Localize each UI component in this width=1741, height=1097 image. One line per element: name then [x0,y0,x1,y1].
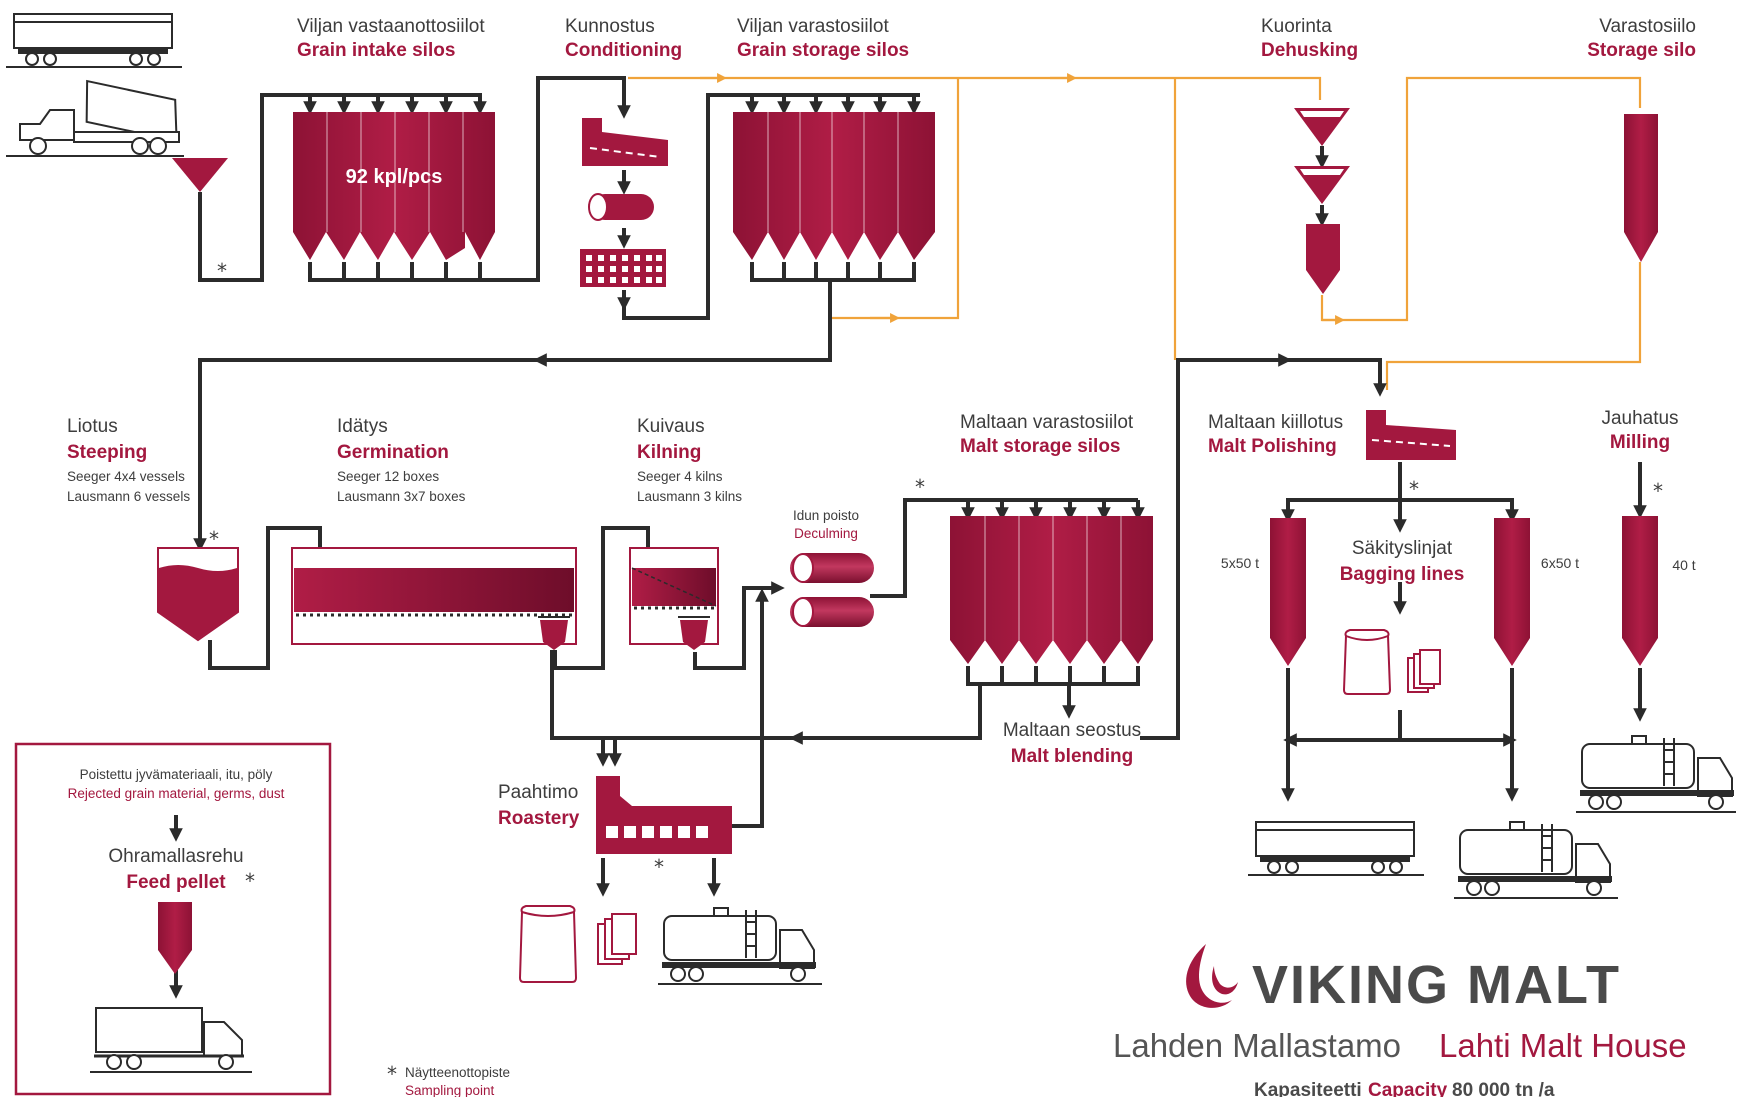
location-fi: Lahden Mallastamo [1113,1027,1401,1064]
steeping-label-en: Steeping [67,442,147,463]
bagging-label-en: Bagging lines [1340,564,1465,585]
sampling-star-malt-storage: * [915,475,925,499]
orange-flow-lines [628,73,1642,390]
germination-detail-2: Lausmann 3x7 boxes [337,489,466,504]
kiln [629,547,719,650]
malt-storage-label-en: Malt storage silos [960,436,1121,457]
bag-icon [1342,629,1441,695]
rail-wagon-icon-bottom [1248,821,1424,876]
tanker-truck-icon-roastery [658,907,822,985]
tanker-truck-icon-bagging [1454,821,1618,899]
blending-label-fi: Maltaan seostus [1003,720,1141,741]
deculming-label-fi: Idun poisto [793,508,859,523]
location-en: Lahti Malt House [1439,1027,1687,1064]
steeping-vessel [157,547,239,642]
intake-label-fi: Viljan vastaanottosiilot [297,16,485,37]
sampling-star-steeping: * [209,527,219,551]
storage-silo [1624,114,1658,262]
kilning-label-fi: Kuivaus [637,416,705,437]
bagging-label-fi: Säkityslinjat [1352,538,1453,559]
capacity-value: 80 000 tn /a [1452,1080,1555,1097]
sampling-star-feed: * [245,869,255,893]
bagging-silo-left [1270,518,1306,666]
dehusking-label-en: Dehusking [1261,40,1358,61]
feed-pellet-panel [14,742,332,1096]
polishing-label-fi: Maltaan kiillotus [1208,412,1343,433]
sampling-label-fi: Näytteenottopiste [405,1065,510,1080]
conditioning-equipment [580,118,668,287]
polishing-label-en: Malt Polishing [1208,436,1337,457]
sampling-star-intake: * [217,259,227,283]
intake-hopper [172,158,228,192]
deculming-drums [790,553,874,627]
dehusking-label-fi: Kuorinta [1261,16,1332,37]
steeping-label-fi: Liotus [67,416,118,437]
sampling-star-milling: * [1653,479,1663,503]
germination-label-fi: Idätys [337,416,388,437]
left-silo-capacity: 5x50 t [1221,555,1259,571]
roastery-label-fi: Paahtimo [498,782,578,803]
sampling-label-en: Sampling point [405,1083,495,1097]
bagging-silo-right [1494,518,1530,666]
malt-storage-header-arrows [961,500,1145,521]
viking-malt-logo-icon [1186,944,1238,1008]
roastery-bag-icon [518,905,637,983]
grain-storage-silos [733,112,935,260]
sampling-star-polishing: * [1409,477,1419,501]
storage-label-en: Grain storage silos [737,40,909,61]
brand-name: VIKING MALT [1252,955,1621,1015]
milling-label-fi: Jauhatus [1601,408,1678,429]
malt-storage-label-fi: Maltaan varastosiilot [960,412,1134,433]
germination-label-en: Germination [337,442,449,463]
section-labels: Viljan vastaanottosiilot Grain intake si… [67,16,1696,1097]
capacity-label-fi: Kapasiteetti [1254,1080,1362,1097]
brand-block: VIKING MALT Lahden Mallastamo Lahti Malt… [1113,944,1687,1097]
storage-label-fi: Viljan varastosiilot [737,16,889,37]
grain-intake-silos: 92 kpl/pcs [293,112,495,260]
steeping-detail-2: Lausmann 6 vessels [67,489,190,504]
germination-box [291,547,577,650]
dehusking-equipment [1294,108,1350,294]
rejected-label-en: Rejected grain material, germs, dust [68,786,285,801]
malt-storage-silos [950,516,1153,664]
kilning-detail-2: Lausmann 3 kilns [637,489,742,504]
feed-label-en: Feed pellet [126,872,226,893]
milling-silo-capacity: 40 t [1672,557,1695,573]
intake-label-en: Grain intake silos [297,40,455,61]
malt-polishing-equipment [1366,410,1456,460]
deculming-label-en: Deculming [794,526,858,541]
black-flow-lines [169,76,1647,999]
steeping-detail-1: Seeger 4x4 vessels [67,469,185,484]
intake-silo-count: 92 kpl/pcs [346,166,443,188]
sampling-star-legend: * [387,1062,397,1086]
tanker-truck-icon-milling [1576,735,1736,813]
storage-silo-label-fi: Varastosiilo [1599,16,1696,37]
roastery-label-en: Roastery [498,808,580,829]
kilning-detail-1: Seeger 4 kilns [637,469,723,484]
capacity-label-en: Capacity [1368,1080,1448,1097]
box-truck-icon [90,1007,252,1073]
conditioning-label-fi: Kunnostus [565,16,655,37]
sampling-point-markers: * * * * * * * * [209,259,1663,1086]
right-silo-capacity: 6x50 t [1541,555,1579,571]
germination-detail-1: Seeger 12 boxes [337,469,439,484]
milling-label-en: Milling [1610,432,1670,453]
roastery-drum [596,776,732,854]
blending-label-en: Malt blending [1011,746,1133,767]
conditioning-label-en: Conditioning [565,40,682,61]
storage-silo-label-en: Storage silo [1587,40,1696,61]
tipper-truck-icon [6,79,184,157]
storage-header-arrows [745,95,921,115]
rail-wagon-icon [6,13,182,68]
feed-label-fi: Ohramallasrehu [108,846,243,867]
kilning-label-en: Kilning [637,442,701,463]
intake-header-arrows [303,95,487,115]
sampling-star-roastery: * [654,855,664,879]
rejected-label-fi: Poistettu jyvämateriaali, itu, pöly [80,767,273,782]
milling-silo [1622,516,1658,666]
